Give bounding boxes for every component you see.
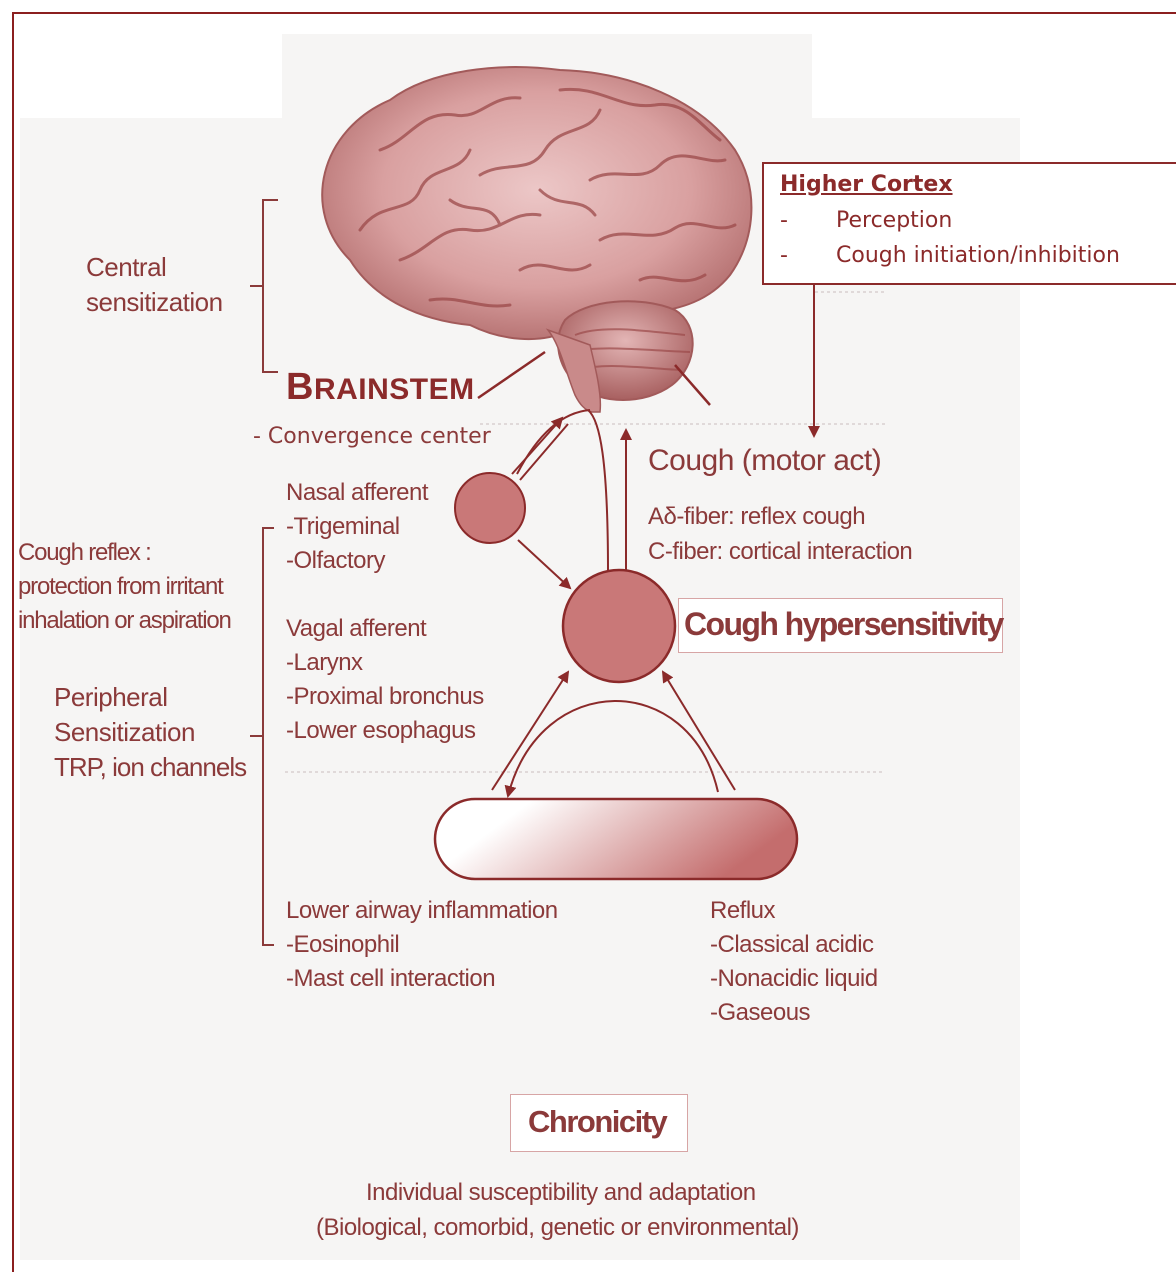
higher-cortex-item: -Perception (780, 208, 952, 233)
brainstem-label: BRAINSTEM (286, 366, 475, 409)
vagal-afferent-item: -Proximal bronchus (286, 680, 484, 714)
vagal-afferent-item: -Larynx (286, 646, 363, 680)
brain-illustration (322, 67, 751, 412)
nasal-to-hyper-arrow (518, 540, 570, 588)
higher-cortex-item: -Cough initiation/inhibition (780, 243, 1120, 268)
central-bracket (250, 200, 278, 372)
lower-airway-item: -Eosinophil (286, 928, 399, 962)
cough-reflex-line-1: Cough reflex : (18, 536, 151, 570)
nasal-afferent-circle (455, 473, 525, 543)
footer-line-2: (Biological, comorbid, genetic or enviro… (316, 1211, 799, 1245)
higher-cortex-box: Higher Cortex -Perception -Cough initiat… (762, 162, 1176, 285)
nasal-to-brainstem-arrow-2 (520, 424, 568, 480)
footer-line-1: Individual susceptibility and adaptation (366, 1176, 756, 1210)
cerebrum (322, 67, 751, 339)
cerebellum-pointer (675, 365, 710, 405)
peripheral-line-1: Peripheral (54, 680, 168, 714)
central-sensitization-line-1: Central (86, 250, 166, 284)
a-delta-fiber-label: Aδ-fiber: reflex cough (648, 500, 865, 534)
vagal-afferent-item: -Lower esophagus (286, 714, 475, 748)
nasal-afferent-item: -Trigeminal (286, 510, 400, 544)
hyper-to-brainstem-curve (588, 410, 608, 572)
cough-reflex-line-3: inhalation or aspiration (18, 604, 231, 638)
reflux-title: Reflux (710, 894, 775, 928)
cough-hypersensitivity-box: Cough hypersensitivity (678, 598, 1003, 653)
reflux-item: -Gaseous (710, 996, 810, 1030)
higher-cortex-title: Higher Cortex (780, 172, 953, 197)
nasal-afferent-item: -Olfactory (286, 544, 385, 578)
peripheral-line-3: TRP, ion channels (54, 750, 246, 784)
chronicity-label: Chronicity (528, 1104, 666, 1140)
cough-hypersensitivity-circle (563, 570, 675, 682)
cough-motor-act-title: Cough (motor act) (648, 442, 881, 480)
central-sensitization-line-2: sensitization (86, 285, 223, 319)
vagal-afferent-title: Vagal afferent (286, 612, 426, 646)
brainstem-pointer (478, 352, 545, 398)
lower-airway-item: -Mast cell interaction (286, 962, 495, 996)
stimulus-pill (435, 799, 797, 879)
convergence-center-label: - Convergence center (253, 424, 491, 449)
reflux-item: -Classical acidic (710, 928, 874, 962)
reflux-item: -Nonacidic liquid (710, 962, 878, 996)
nasal-afferent-title: Nasal afferent (286, 476, 428, 510)
cough-reflex-line-2: protection from irritant (18, 570, 223, 604)
peripheral-bracket (250, 528, 274, 945)
c-fiber-label: C-fiber: cortical interaction (648, 535, 912, 569)
peripheral-line-2: Sensitization (54, 715, 195, 749)
nasal-to-brainstem-arrow-1 (512, 418, 562, 474)
cough-hypersensitivity-label: Cough hypersensitivity (684, 606, 1003, 643)
lower-airway-title: Lower airway inflammation (286, 894, 558, 928)
chronicity-box: Chronicity (510, 1094, 688, 1152)
